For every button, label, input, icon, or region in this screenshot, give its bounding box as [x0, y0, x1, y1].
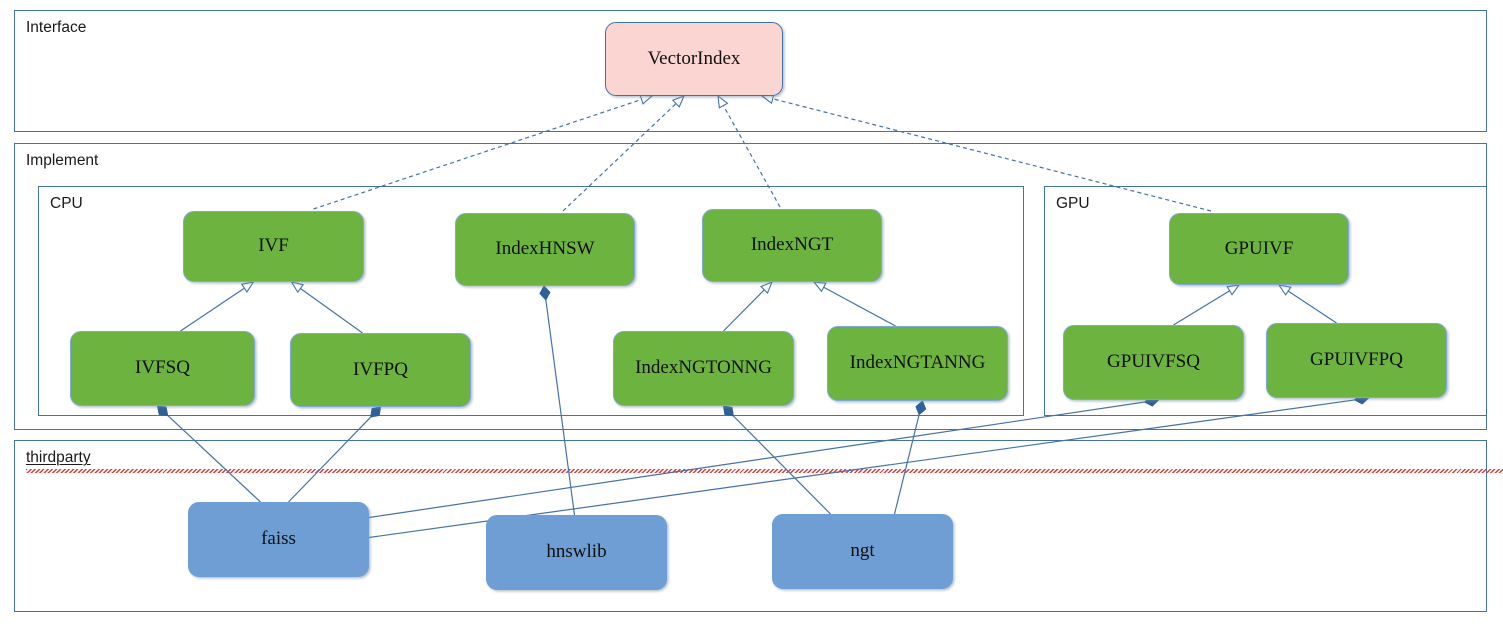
- node-hnswlib[interactable]: hnswlib: [486, 515, 667, 590]
- node-ivfsq[interactable]: IVFSQ: [70, 331, 255, 406]
- group-label-interface: Interface: [26, 19, 87, 36]
- node-indexngt[interactable]: IndexNGT: [702, 209, 882, 282]
- node-gpuivfsq[interactable]: GPUIVFSQ: [1063, 325, 1244, 400]
- group-label-cpu: CPU: [50, 195, 83, 212]
- node-faiss[interactable]: faiss: [188, 502, 369, 577]
- node-gpuivf[interactable]: GPUIVF: [1169, 213, 1349, 285]
- node-indexngtonng[interactable]: IndexNGTONNG: [613, 331, 794, 406]
- group-label-thirdparty: thirdparty: [26, 449, 1503, 473]
- node-ivfpq[interactable]: IVFPQ: [290, 333, 471, 407]
- node-vectorindex[interactable]: VectorIndex: [605, 22, 783, 96]
- node-gpuivfpq[interactable]: GPUIVFPQ: [1266, 323, 1447, 398]
- group-label-implement: Implement: [26, 152, 99, 169]
- group-label-gpu: GPU: [1056, 195, 1090, 212]
- node-indexngtanng[interactable]: IndexNGTANNG: [827, 326, 1008, 401]
- node-indexhnsw[interactable]: IndexHNSW: [455, 213, 635, 286]
- node-ngt[interactable]: ngt: [772, 514, 953, 589]
- node-ivf[interactable]: IVF: [183, 211, 364, 282]
